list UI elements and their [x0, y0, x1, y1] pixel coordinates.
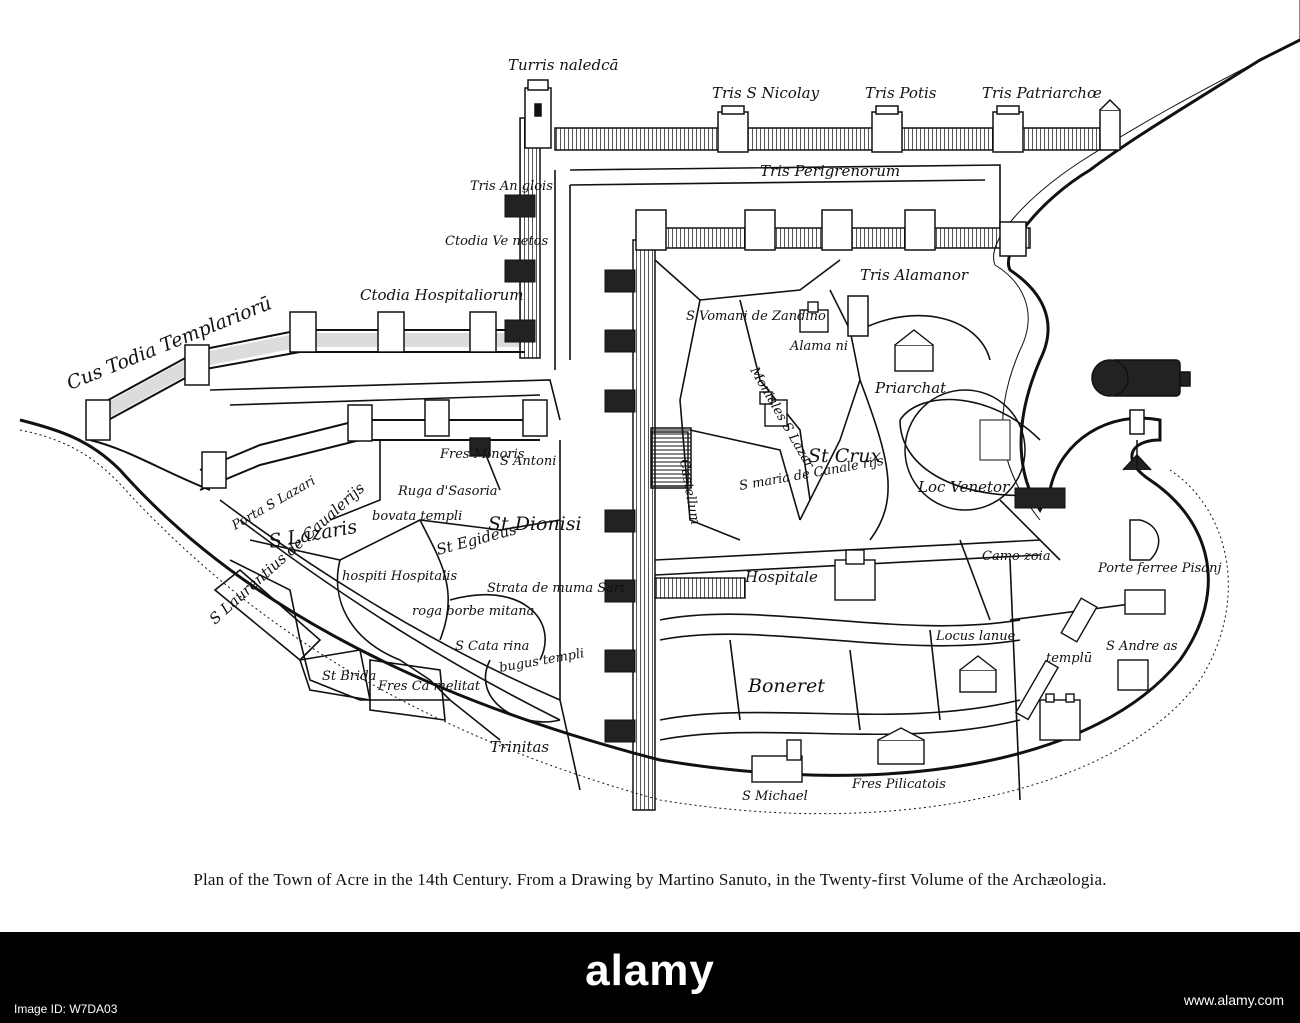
label-castellum: Castellum — [676, 458, 702, 526]
tower-patriarchae — [992, 105, 1024, 153]
label-tris-potis: Tris Potis — [865, 84, 937, 102]
harbour-tower — [1060, 597, 1098, 643]
label-camo-zoia: Camo zoia — [982, 549, 1051, 564]
label-tris-s-nicolay: Tris S Nicolay — [712, 84, 820, 102]
locus-lanue-building — [959, 655, 997, 693]
image-id-label: Image ID: W7DA03 — [14, 1002, 118, 1016]
porte-ferree-building — [1124, 589, 1166, 615]
outer-north-wall — [86, 117, 1101, 431]
label-ctodia-venetor: Ctodia Ve netos — [445, 234, 548, 249]
label-porte-ferree: Porte ferree Pisanj — [1097, 561, 1222, 576]
tower-turris-maledicta — [524, 79, 552, 149]
label-tris-patriarchae: Tris Patriarchœ — [982, 84, 1102, 102]
castellum-building — [651, 431, 689, 487]
central-wall — [632, 239, 656, 811]
label-loc-venetor: Loc Venetor — [917, 478, 1010, 496]
watermark-footer — [0, 932, 1300, 1023]
harbour — [904, 359, 1191, 561]
label-st-dionisi: St Dionisi — [488, 513, 582, 535]
wall-towers — [85, 79, 1121, 489]
label-s-catarina: S Cata rina — [455, 639, 529, 654]
harbour-d-shape — [1129, 519, 1160, 561]
s-andreas-building — [1117, 659, 1149, 691]
label-roga-borbe: roga borbe mitana — [412, 604, 534, 619]
label-turris-maledicta: Turris naledcā — [508, 56, 619, 74]
label-bovata-templi: bovata templi — [372, 509, 462, 524]
alamani-building — [799, 301, 829, 333]
label-hospitale: Hospitale — [744, 568, 818, 586]
label-tris-anglois: Tris An glois — [470, 179, 553, 194]
hospitale-wall — [654, 577, 746, 599]
label-fres-pilicatoris: Fres Pilicatois — [851, 777, 946, 792]
label-trinitas: Trinitas — [490, 738, 549, 756]
label-locus-lanue: Locus lanue — [935, 629, 1016, 644]
loc-venetor-circle — [904, 389, 1026, 511]
label-ctodia-hospitaliorum: Ctodia Hospitaliorum — [360, 286, 524, 304]
s-michael-building — [751, 739, 803, 783]
label-boneret: Boneret — [747, 675, 825, 697]
tower-east — [1099, 98, 1121, 151]
label-s-vomani: S Vomani de Zandino — [686, 309, 826, 324]
hospitale-building — [834, 549, 876, 601]
label-strata-de-muma: Strata de muma Sart — [487, 581, 626, 596]
templum-building — [1039, 693, 1081, 741]
label-tris-perigrenorum: Tris Perigrenorum — [760, 162, 900, 180]
minoris-building — [469, 437, 491, 457]
label-templu: templū — [1046, 651, 1092, 666]
cannon-tower — [1091, 359, 1191, 397]
footer-url: www.alamy.com — [1184, 992, 1284, 1008]
label-s-michael: S Michael — [742, 789, 808, 804]
label-st-brida: St Brida — [322, 669, 376, 684]
footer-url-line-2: www.alamy.com — [1183, 992, 1284, 1008]
label-priarchat: Priarchat — [874, 379, 947, 397]
acre-plan-map: Turris naledcā Tris S Nicolay Tris Potis… — [19, 0, 1300, 815]
label-hospitalis: hospiti Hospitalis — [342, 569, 457, 584]
label-fres-minoris: Fres Minoris — [439, 447, 525, 462]
watermark-logo: alamy — [585, 946, 715, 995]
label-s-antoni: S Antoni — [500, 454, 556, 469]
map-caption: Plan of the Town of Acre in the 14th Cen… — [193, 870, 1107, 889]
label-st-egideus: St Egideus — [434, 520, 518, 559]
tower-s-nicolay — [717, 105, 749, 153]
priarchat-building — [894, 329, 934, 372]
label-alamani: Alama ni — [789, 339, 848, 354]
templum-tower — [1014, 659, 1060, 721]
label-fres-carmelitat: Fres Cā melitat — [377, 679, 481, 694]
buildings — [469, 301, 1166, 783]
inner-wall — [89, 419, 540, 491]
pilicatoris-building — [877, 727, 925, 765]
street-network — [209, 164, 1161, 801]
sw-blocks — [213, 568, 446, 721]
label-st-crux: St Crux — [808, 445, 882, 467]
label-tris-alamanor: Tris Alamanor — [860, 266, 969, 284]
label-s-andreas: S Andre as — [1106, 639, 1178, 654]
tower-potis — [871, 105, 903, 153]
label-ruga-sasoria: Ruga d'Sasoria — [397, 484, 498, 499]
central-wall-towers — [504, 194, 1066, 743]
moniales-building — [759, 391, 788, 427]
harbour-arrow — [1122, 409, 1152, 471]
